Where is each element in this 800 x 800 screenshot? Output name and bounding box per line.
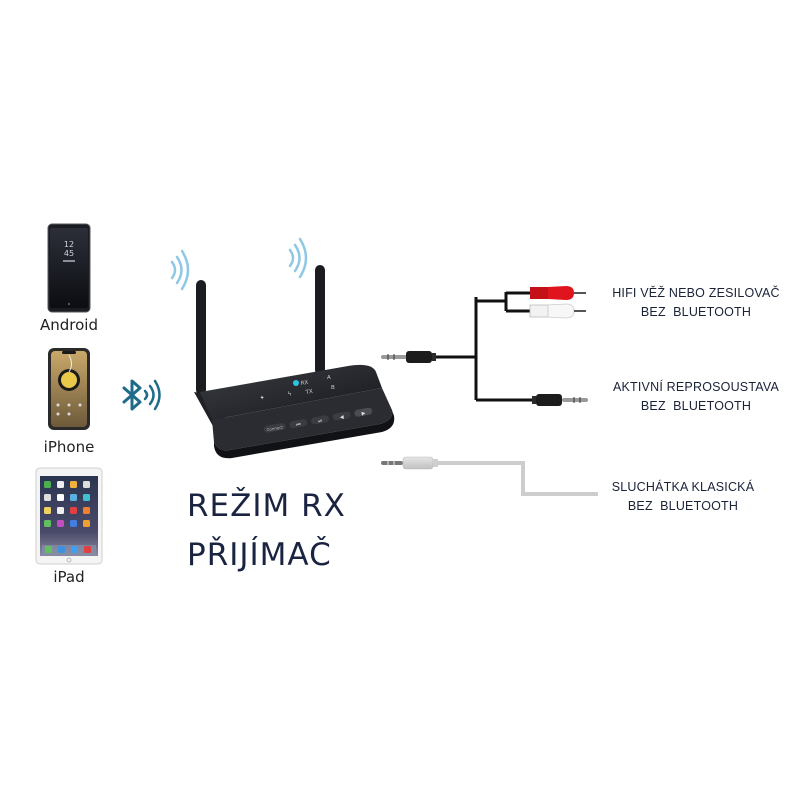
device-label-iphone: iPhone	[43, 438, 95, 456]
output-headphones-line2: BEZ BLUETOOTH	[627, 499, 739, 513]
device-label-ipad: iPad	[53, 568, 85, 586]
svg-text:Connect: Connect	[266, 424, 284, 432]
device-label-android: Android	[40, 316, 98, 334]
output-label-hifi: HIFI VĚŽ NEBO ZESILOVAČ BEZ BLUETOOTH	[598, 284, 794, 322]
rca-plug-white-icon	[529, 303, 586, 319]
bluetooth-icon	[122, 379, 161, 411]
connect-button[interactable]	[263, 422, 286, 433]
rca-plug-red-icon	[530, 286, 586, 300]
svg-text:▶: ▶	[361, 410, 366, 417]
svg-text:✦: ✦	[259, 394, 265, 402]
svg-text:A: A	[327, 375, 331, 381]
ipad-icon	[35, 467, 103, 565]
rx-led	[293, 380, 299, 386]
previous-button[interactable]	[289, 419, 308, 429]
android-clock-hours: 12	[64, 240, 74, 249]
output-label-headphones: SLUCHÁTKA KLASICKÁ BEZ BLUETOOTH	[598, 478, 768, 516]
jack-plug-input-icon	[381, 351, 436, 363]
iphone-icon	[48, 348, 90, 430]
output-speaker-line1: AKTIVNÍ REPROSOUSTAVA	[612, 380, 780, 394]
antenna-signal-left-icon	[170, 249, 190, 291]
tx-indicator-label: TX	[304, 389, 313, 396]
antenna-signal-right-icon	[288, 237, 308, 279]
svg-text:⏮: ⏮	[296, 422, 302, 429]
android-phone-icon: 12 45	[47, 223, 91, 313]
svg-text:ϟ: ϟ	[287, 390, 292, 398]
play-pause-button[interactable]	[311, 415, 330, 425]
output-speaker-line2: BEZ BLUETOOTH	[640, 399, 752, 413]
output-label-speaker: AKTIVNÍ REPROSOUSTAVA BEZ BLUETOOTH	[598, 378, 794, 416]
output-hifi-line1: HIFI VĚŽ NEBO ZESILOVAČ	[612, 286, 780, 300]
jack-plug-headphone-icon	[402, 456, 434, 470]
rx-indicator-label: RX	[300, 380, 309, 387]
antenna-left	[196, 280, 206, 395]
svg-text:⏯: ⏯	[318, 418, 323, 425]
svg-text:◀: ◀	[339, 414, 344, 421]
splitter-cable	[381, 286, 588, 406]
antenna-right	[315, 265, 325, 375]
bluetooth-receiver-device: ✦ ϟ RX TX A B Connect ⏮ ⏯ ◀ ▶	[194, 265, 395, 459]
mode-title-line1: REŽIM RX	[187, 488, 346, 524]
android-clock-minutes: 45	[64, 249, 74, 258]
mode-title-line2: PŘIJÍMAČ	[187, 537, 332, 573]
output-headphones-line1: SLUCHÁTKA KLASICKÁ	[611, 480, 755, 494]
jack-plug-speaker-icon	[532, 394, 588, 406]
volume-down-button[interactable]	[332, 411, 351, 421]
svg-text:B: B	[331, 385, 335, 391]
output-hifi-line2: BEZ BLUETOOTH	[640, 305, 752, 319]
headphone-cable	[381, 456, 598, 496]
volume-up-button[interactable]	[354, 407, 373, 417]
